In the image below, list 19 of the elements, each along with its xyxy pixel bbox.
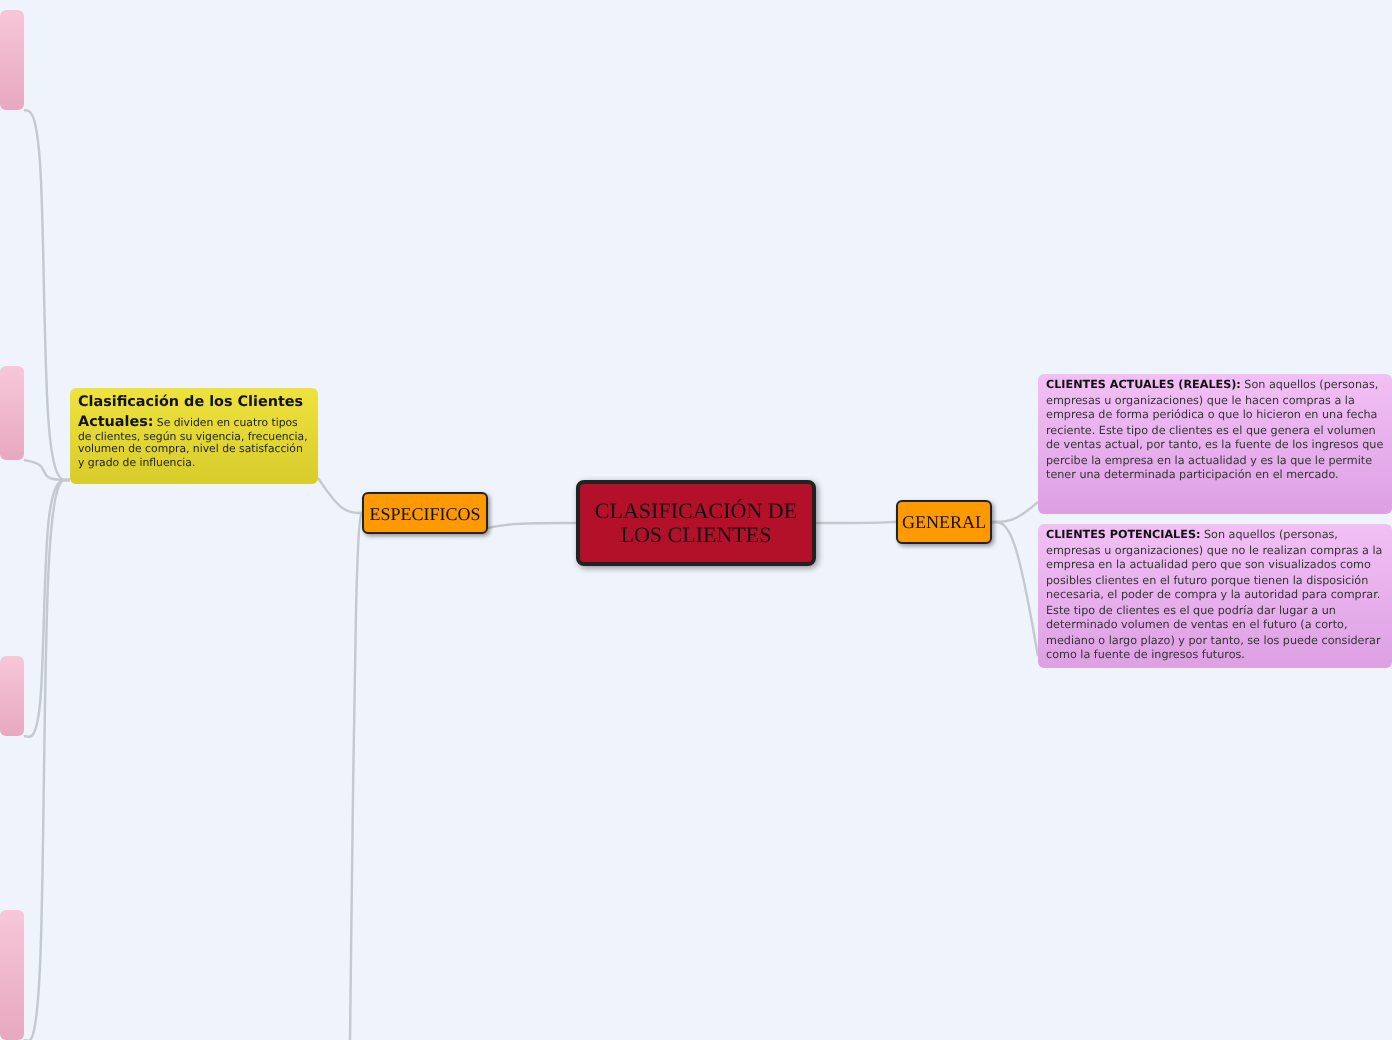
cropped-card — [0, 366, 24, 460]
connector-line — [348, 512, 364, 1040]
node-text: ESPECIFICOS — [369, 503, 481, 523]
connector-line — [816, 520, 897, 525]
cropped-card — [0, 10, 24, 110]
connector-line — [23, 108, 70, 482]
connector-line — [992, 520, 1040, 657]
central-topic — [576, 480, 816, 566]
node-text: GENERAL — [902, 512, 986, 532]
subtopic-card — [70, 388, 318, 484]
connector-line — [317, 477, 362, 515]
connector-line — [23, 478, 71, 1040]
connector-line — [487, 521, 576, 530]
node-text: CLASIFICACIÓN DE LOS CLIENTES — [592, 499, 800, 547]
description-card — [1038, 374, 1392, 514]
topic-box — [896, 500, 992, 544]
cropped-card — [0, 656, 24, 736]
topic-box — [362, 492, 488, 534]
cropped-card — [0, 910, 24, 1040]
